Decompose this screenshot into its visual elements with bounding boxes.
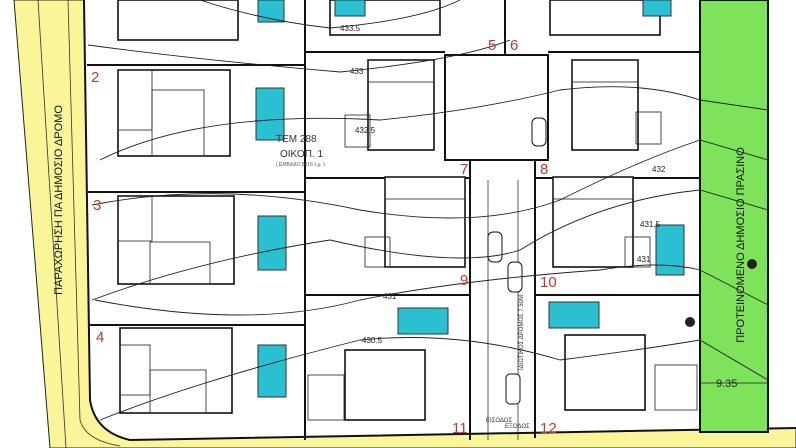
parcel-number: ΟΙΚΟΠ. 1: [280, 149, 323, 160]
contour-label: 433: [350, 67, 364, 76]
lot-number: 7: [460, 161, 468, 178]
contour-label: 433.5: [340, 24, 361, 33]
lot-number: 8: [540, 161, 548, 178]
lot-number: 11: [452, 420, 468, 437]
lot-number: 9: [460, 272, 468, 289]
contour-label: 432.5: [355, 126, 376, 135]
lot-number: 6: [510, 37, 518, 54]
lot-number: 4: [96, 329, 104, 346]
tree-icon: [685, 317, 695, 327]
houses: [117, 0, 698, 421]
private-road-label: ΙΔΙΩΤΙΚΟΣ ΔΡΟΜΟΣ 7.50Μ: [519, 295, 525, 370]
exit-label: ΕΞΟΔΟΣ: [505, 424, 530, 430]
contour-label: 431: [637, 255, 651, 264]
entrance-label: ΕΙΣΟΔΟΣ: [486, 418, 512, 424]
contour-label: 432: [652, 165, 666, 174]
contour-label: 430.5: [362, 336, 383, 345]
lot-number: 12: [540, 420, 557, 437]
contour-label: 431.5: [640, 220, 661, 229]
green-width-label: 9.35: [716, 378, 737, 390]
lot-number: 10: [540, 274, 557, 291]
lot-number: 2: [91, 69, 99, 86]
public-green-area: [699, 0, 769, 433]
plot-number: ΤΕΜ 288: [276, 134, 317, 145]
contour-label: 431: [383, 292, 397, 301]
contour-lines: [87, 0, 769, 421]
public-road-label: ΠΑΡΑΧΩΡΗΣΗ ΠΑ ΔΗΜΟΣΙΟ ΔΡΟΜΟ: [53, 105, 65, 295]
green-area-label: ΠΡΟΤΕΙΝΟΜΕΝΟ ΔΗΜΟΣΙΟ ΠΡΑΣΙΝΟ: [735, 147, 747, 343]
tree-icon: [747, 259, 757, 269]
lot-number: 5: [488, 37, 496, 54]
parcel-area: ( ΕΜΒΑΔΟ 5016 τ.μ. ): [276, 162, 325, 168]
lot-number: 3: [93, 197, 101, 214]
